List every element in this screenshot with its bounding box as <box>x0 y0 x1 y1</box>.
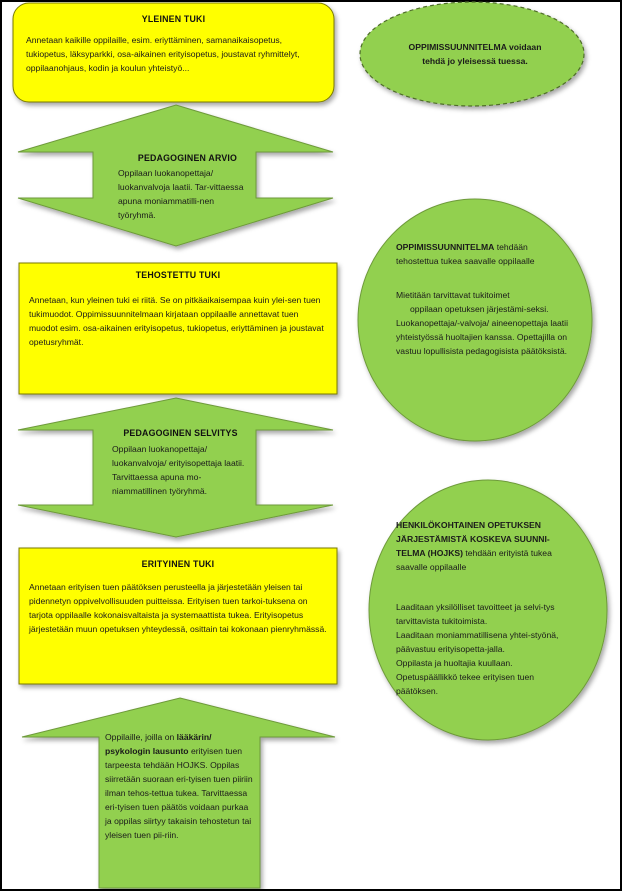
oppimissuunnitelma-circle-item1b: oppilaan opetuksen järjestämi-seksi. <box>410 304 549 314</box>
pedagoginen-arvio-body: Oppilaan luokanopettaja/ luokanvalvoja l… <box>118 168 244 220</box>
oppimissuunnitelma-circle-heading-block: OPPIMISSUUNNITELMA tehdään tehostettua t… <box>396 240 566 268</box>
hojks-heading: HENKILÖKOHTAINEN OPETUKSEN JÄRJESTÄMISTÄ… <box>396 520 550 558</box>
oppimissuunnitelma-ellipse-text: OPPIMISSUUNNITELMA voidaan tehdä jo ylei… <box>408 42 542 66</box>
bottom-arrow-part2: erityisen tuen tarpeesta tehdään HOJKS. … <box>105 746 253 840</box>
tehostettu-tuki-box <box>18 262 338 395</box>
pedagoginen-selvitys-title: PEDAGOGINEN SELVITYS <box>123 428 238 438</box>
erityinen-tuki-title: ERITYINEN TUKI <box>141 559 215 569</box>
oppimissuunnitelma-circle-heading: OPPIMISSUUNNITELMA <box>396 242 495 252</box>
yleinen-tuki-body: Annetaan kaikille oppilaille, esim. eriy… <box>26 35 300 73</box>
hojks-item3: Oppilasta ja huoltajia kuullaan. <box>396 658 513 668</box>
erityinen-tuki-box <box>18 547 338 685</box>
oppimissuunnitelma-circle-list: Mietitään tarvittavat tukitoimet oppilaa… <box>396 288 572 358</box>
hojks-item1: Laaditaan yksilölliset tavoitteet ja sel… <box>396 602 555 626</box>
oppimissuunnitelma-circle-item1: Mietitään tarvittavat tukitoimet <box>396 290 510 300</box>
hojks-item4: Opetuspäällikkö tekee erityisen tuen pää… <box>396 672 535 696</box>
hojks-circle <box>368 479 608 741</box>
yleinen-tuki-box <box>12 2 335 103</box>
hojks-heading-rest: tehdään erityistä tukea saavalle oppilaa… <box>396 548 552 572</box>
pedagoginen-selvitys-body: Oppilaan luokanopettaja/ luokanvalvoja/ … <box>112 444 245 496</box>
tehostettu-tuki-title: TEHOSTETTU TUKI <box>135 270 221 280</box>
oppimissuunnitelma-circle <box>357 198 593 442</box>
bottom-arrow-bold: lääkärin/ psykologin lausunto <box>105 732 212 756</box>
bottom-arrow-text: Oppilaille, joilla on lääkärin/ psykolog… <box>105 730 255 842</box>
oppimissuunnitelma-circle-heading-rest: tehdään tehostettua tukea saavalle oppil… <box>396 242 535 266</box>
hojks-heading-block: HENKILÖKOHTAINEN OPETUKSEN JÄRJESTÄMISTÄ… <box>396 518 578 574</box>
yleinen-tuki-title: YLEINEN TUKI <box>141 14 206 24</box>
oppimissuunnitelma-circle-item2: Luokanopettaja/-valvoja/ aineenopettaja … <box>396 318 569 356</box>
bottom-up-arrow <box>21 697 336 889</box>
hojks-list: Laaditaan yksilölliset tavoitteet ja sel… <box>396 600 576 698</box>
bottom-arrow-part1: Oppilaille, joilla on <box>105 732 177 742</box>
oppimissuunnitelma-ellipse <box>359 1 585 107</box>
tehostettu-tuki-body: Annetaan, kun yleinen tuki ei riitä. Se … <box>29 295 324 347</box>
pedagoginen-arvio-arrow <box>17 104 334 247</box>
hojks-item2: Laaditaan moniammatillisena yhtei-styönä… <box>396 630 559 654</box>
pedagoginen-selvitys-arrow <box>17 397 334 538</box>
erityinen-tuki-body: Annetaan erityisen tuen päätöksen perust… <box>29 582 327 634</box>
pedagoginen-arvio-title: PEDAGOGINEN ARVIO <box>137 153 238 163</box>
